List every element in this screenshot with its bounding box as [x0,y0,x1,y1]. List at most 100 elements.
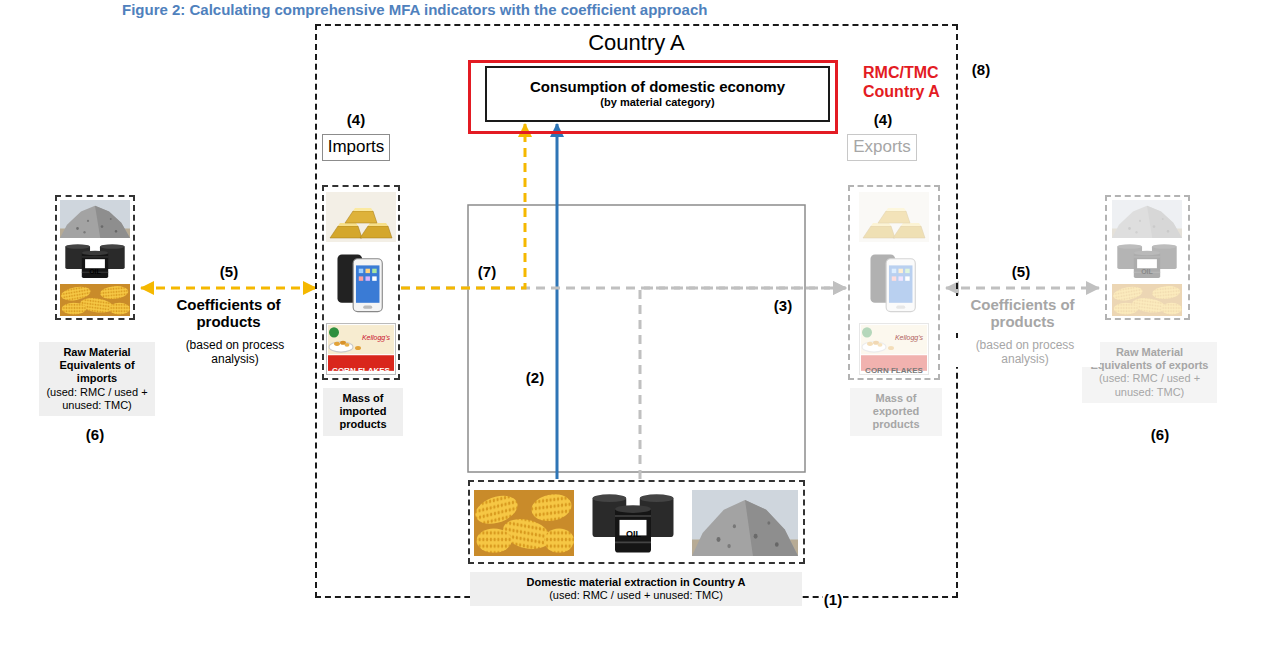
raw-material-box: Raw Material Equivalents of exports(used… [1105,195,1190,320]
corn-picture [60,284,130,316]
label-slot: (4) [341,110,371,129]
extraction-pictures [474,490,798,556]
node-heading: Domestic material extraction in Country … [473,576,799,589]
node-heading: Raw Material Equivalents of imports [42,346,152,386]
label-slot: OIL [620,523,647,541]
label-slot: OIL [1137,260,1157,278]
node-heading: Country A [317,30,956,56]
callout-number: (8) [971,61,991,79]
callout-number: (6) [85,426,105,444]
flow-heading: Imports [322,134,391,161]
label-slot: (based on process analysis) [950,338,1100,368]
product-column: Mass of imported products [322,185,400,380]
callout-number: (4) [873,111,893,129]
label-slot: (5) [1006,262,1036,281]
gold-picture [326,192,396,242]
callout-number: (7) [477,263,497,281]
node-body: (used: RMC / used + unused: TMC) [42,386,152,412]
edge-label-slot: Coefficients of products [948,296,1098,331]
corn-picture [1112,284,1182,316]
barrel-text: OIL [89,268,101,276]
gravel-picture [60,200,130,238]
label-slot: (4) [868,110,898,129]
text-group: Imports [328,137,385,157]
barrel-text: OIL [626,530,641,540]
node-heading: Imports [328,137,385,157]
node-heading: Exports [853,137,911,157]
callout-number: (1) [823,591,843,609]
gravel-picture [1112,200,1182,238]
region-box: Consumption of domestic economy(by mater… [315,24,958,598]
callout-number: (5) [1011,263,1031,281]
barrel-text: OIL [1141,268,1153,276]
label-slot: (6) [1145,425,1175,444]
flow-arrow [640,288,846,479]
label-slot: CORN FLAKES [859,359,929,377]
node-heading: RMC/TMC Country A [863,63,953,101]
label-slot: (2) [522,368,548,387]
label-slot: OIL [85,260,105,278]
flow-arrow [141,287,316,290]
indicator-box: Consumption of domestic economy(by mater… [468,60,838,134]
brand-text: Kellogg's [895,334,923,342]
oil-barrel-picture [1117,244,1176,278]
phone-picture [870,254,915,311]
text-group: Exports [853,137,911,157]
extraction-box: Domestic material extraction in Country … [468,480,805,564]
node-body: (by material category) [530,96,785,109]
figure-title: Figure 2: Calculating comprehensive MFA … [120,1,709,19]
phone-picture [337,254,382,311]
package-text: CORN FLAKES [332,367,390,376]
label-slot: Kellogg's [356,326,396,344]
text-group: Mass of imported products [323,388,403,436]
label-slot: (8) [966,60,996,79]
export-pictures [859,192,929,374]
title-slot: Figure 2: Calculating comprehensive MFA … [120,1,709,19]
node-body: (used: RMC / used + unused: TMC) [1085,372,1214,398]
text-group: Country A [317,30,956,56]
callout-number: (3) [773,297,793,315]
node-heading: Mass of exported products [853,392,939,432]
flow-heading: Exports [847,134,917,161]
label-slot: (1) [818,590,848,609]
flow-arrow [556,124,559,479]
oil-barrel-picture [593,494,674,552]
callout-number: (6) [1150,426,1170,444]
label-slot: (based on process analysis) [160,338,310,368]
edge-label: Coefficients of products [948,296,1098,331]
node-heading: Raw Material Equivalents of exports [1085,346,1214,372]
text-group: Mass of exported products [850,388,942,436]
corn-picture [474,490,574,556]
callout-number: (2) [525,369,545,387]
edge-label-slot: Coefficients of products [154,296,304,331]
brand-text: Kellogg's [362,334,390,342]
method-note: (based on process analysis) [950,338,1100,367]
text-group: Raw Material Equivalents of imports(used… [39,342,155,416]
callout-number: (5) [219,263,239,281]
product-column: Mass of exported products [848,185,940,380]
economy-frame [468,205,805,472]
consumption-box: Consumption of domestic economy(by mater… [485,66,830,122]
text-group: RMC/TMC Country A [863,63,953,101]
label-slot: (3) [768,296,798,315]
oil-barrel-picture [65,244,124,278]
label-slot: Kellogg's [889,326,929,344]
flow-arrow [401,124,525,288]
package-text: CORN FLAKES [865,367,923,376]
callout-number: (4) [346,111,366,129]
text-group: Domestic material extraction in Country … [470,572,802,606]
node-heading: Mass of imported products [326,392,400,432]
label-slot: (5) [214,262,244,281]
raw-material-box: Raw Material Equivalents of imports(used… [55,195,135,320]
text-group: Consumption of domestic economy(by mater… [530,78,785,109]
label-slot: (6) [80,425,110,444]
node-heading: Consumption of domestic economy [530,78,785,96]
gold-picture [859,192,929,242]
raw-material-pictures [1112,200,1182,316]
flow-arrow [946,287,1099,290]
import-pictures [326,192,396,374]
label-slot: CORN FLAKES [326,359,396,377]
raw-material-pictures [60,200,130,316]
edge-label: Coefficients of products [154,296,304,331]
node-body: (used: RMC / used + unused: TMC) [473,589,799,602]
